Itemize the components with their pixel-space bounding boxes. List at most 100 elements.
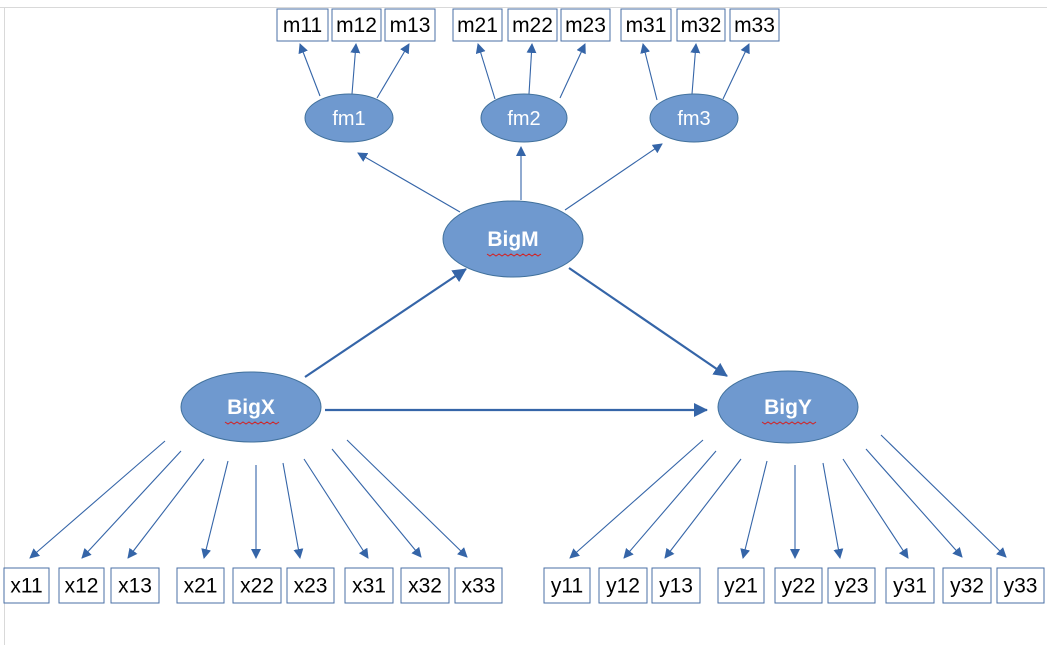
- x-indicator-box-x31: x31: [344, 567, 394, 604]
- latent-bigx: BigX: [180, 371, 322, 443]
- page-border-top: [0, 7, 1047, 8]
- x-indicator-box-x23: x23: [286, 567, 335, 604]
- spell-check-underline: [486, 253, 542, 257]
- m-indicator-label: m12: [336, 14, 377, 37]
- m-indicator-box-m21: m21: [452, 8, 503, 42]
- m-indicator-box-m11: m11: [276, 8, 329, 42]
- loading-bigy-y32: [865, 448, 963, 558]
- factor-fm1-label: fm1: [332, 108, 365, 130]
- m-indicator-box-m13: m13: [384, 8, 436, 42]
- factor-fm2-label: fm2: [507, 108, 540, 130]
- loading-bigx-x32: [331, 448, 422, 558]
- path-bigm-bigy: [568, 267, 728, 377]
- x-indicator-label: x31: [352, 575, 386, 598]
- x-indicator-box-x11: x11: [3, 567, 50, 604]
- latent-bigm-label: BigM: [487, 228, 538, 251]
- latent-bigy-label: BigY: [764, 396, 812, 419]
- y-indicator-label: y23: [835, 575, 869, 598]
- spell-check-underline: [224, 421, 280, 425]
- loading-bigx-x23: [282, 462, 304, 559]
- y-indicator-label: y32: [950, 575, 984, 598]
- page-border-left: [4, 7, 5, 645]
- loading-bigx-x31: [303, 458, 369, 559]
- m-indicator-box-m12: m12: [331, 8, 382, 42]
- x-indicator-label: x22: [240, 575, 274, 598]
- loading-fm1-m13: [376, 43, 410, 99]
- m-indicator-label: m32: [681, 14, 722, 37]
- x-indicator-label: x33: [462, 575, 496, 598]
- m-indicator-box-m23: m23: [560, 8, 611, 42]
- y-indicator-label: y22: [782, 575, 816, 598]
- loading-fm3-m32: [690, 43, 701, 95]
- latent-bigm: BigM: [442, 200, 584, 278]
- factor-fm1: fm1: [304, 93, 394, 143]
- x-indicator-box-x32: x32: [400, 567, 450, 604]
- x-indicator-label: x12: [65, 575, 99, 598]
- x-indicator-box-x12: x12: [58, 567, 105, 604]
- loading-bigx-x33: [346, 439, 468, 558]
- m-indicator-box-m32: m32: [676, 8, 726, 42]
- loading-fm1-m12: [350, 43, 361, 95]
- y-indicator-label: y11: [551, 575, 583, 598]
- x-indicator-label: x11: [10, 575, 42, 598]
- x-indicator-box-x13: x13: [110, 567, 160, 604]
- y-indicator-label: y13: [659, 575, 693, 598]
- path-bigx-bigm: [304, 268, 467, 378]
- y-indicator-box-y32: y32: [942, 567, 992, 604]
- loading-bigy-y12: [623, 450, 717, 559]
- m-indicator-label: m13: [390, 14, 431, 37]
- m-indicator-box-m33: m33: [729, 8, 780, 42]
- latent-bigy: BigY: [717, 370, 859, 444]
- y-indicator-box-y21: y21: [717, 567, 765, 604]
- y-indicator-label: y33: [1004, 575, 1038, 598]
- m-indicator-label: m33: [734, 14, 775, 37]
- x-indicator-box-x21: x21: [176, 567, 225, 604]
- m-indicator-box-m31: m31: [620, 8, 672, 42]
- y-indicator-box-y13: y13: [651, 567, 701, 604]
- loading-bigy-y33: [880, 434, 1007, 558]
- loading-bigx-x11: [29, 440, 166, 559]
- loading-fm3-m33: [722, 43, 750, 100]
- loading-bigy-y11: [569, 439, 704, 559]
- m-indicator-label: m23: [565, 14, 606, 37]
- x-indicator-label: x13: [118, 575, 152, 598]
- y-indicator-box-y23: y23: [827, 567, 876, 604]
- loading-bigx-x21: [201, 460, 229, 559]
- m-indicator-label: m21: [457, 14, 498, 37]
- y-indicator-box-y33: y33: [996, 567, 1045, 604]
- y-indicator-label: y12: [606, 575, 640, 598]
- spell-check-underline: [761, 421, 817, 425]
- x-indicator-label: x32: [408, 575, 442, 598]
- loading-bigy-y23: [822, 462, 844, 559]
- loading-fm3-m31: [640, 43, 658, 101]
- y-indicator-box-y31: y31: [885, 567, 935, 604]
- y-indicator-label: y31: [893, 575, 927, 598]
- x-indicator-box-x33: x33: [454, 567, 503, 604]
- loading-fm2-m21: [475, 43, 496, 100]
- y-indicator-box-y12: y12: [598, 567, 648, 604]
- x-indicator-box-x22: x22: [232, 567, 282, 604]
- latent-bigx-label: BigX: [227, 396, 275, 419]
- loading-fm2-m23: [559, 43, 586, 99]
- m-indicator-label: m22: [512, 14, 553, 37]
- factor-fm3-label: fm3: [677, 108, 710, 130]
- m-indicator-label: m11: [283, 14, 322, 37]
- loading-bigm-fm1: [357, 152, 461, 213]
- x-indicator-label: x21: [184, 575, 218, 598]
- loading-bigy-y21: [740, 460, 768, 559]
- loading-bigy-y31: [842, 458, 909, 559]
- x-indicator-label: x23: [294, 575, 328, 598]
- y-indicator-box-y22: y22: [774, 567, 823, 604]
- factor-fm2: fm2: [480, 93, 568, 143]
- y-indicator-box-y11: y11: [543, 567, 591, 604]
- loading-fm2-m22: [526, 43, 537, 95]
- loading-fm1-m11: [298, 43, 321, 97]
- m-indicator-box-m22: m22: [507, 8, 558, 42]
- loading-bigm-fm3: [564, 143, 663, 211]
- loading-bigx-x12: [81, 450, 182, 559]
- m-indicator-label: m31: [626, 14, 667, 37]
- loading-bigx-x13: [127, 458, 205, 559]
- factor-fm3: fm3: [649, 93, 739, 143]
- loading-bigy-y13: [664, 458, 742, 559]
